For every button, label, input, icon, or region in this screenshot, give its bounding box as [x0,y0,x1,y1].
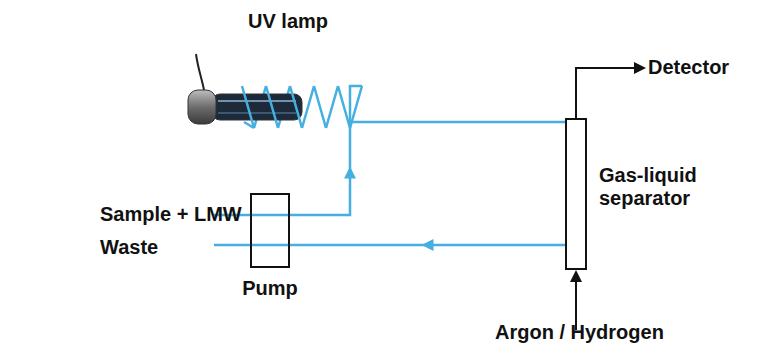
lamp-glint [218,112,296,113]
lamp-head [188,90,216,124]
uv-lamp: UV lamp [186,84,352,130]
pump-box: Pump [250,193,290,268]
node-label: UV lamp [248,10,328,33]
lamp-drawing [186,84,352,130]
flow-line [352,121,565,124]
coil-winding [290,86,302,128]
separator-column: Gas-liquid separator [565,118,587,270]
flow-connector [352,122,565,123]
node-label: Pump [242,277,298,300]
coil-winding [350,86,362,128]
lamp-glint [218,100,296,102]
arrow-head [570,270,582,282]
flow-connector [290,130,356,215]
lamp-cable [196,54,204,90]
arrow-head [422,239,434,251]
coil-lead [350,86,362,130]
coil-winding [242,86,254,128]
coil-winding [338,86,350,128]
flow-connector [290,239,565,251]
flow-line [290,130,350,215]
coil-winding [266,86,278,128]
coil-winding [302,86,314,128]
arrow-head [634,62,646,74]
shape-outline [565,118,587,270]
output-label: Detector [648,56,729,79]
detector-line [576,68,636,118]
arrow-head [344,167,356,179]
shape-outline [250,193,290,268]
gas-label: Argon / Hydrogen [495,321,664,344]
inlet-label: Sample + LMW [100,203,242,226]
waste-line [214,244,290,247]
coil-winding [326,86,338,128]
outlet-label: Waste [100,236,158,259]
lamp-tube [212,94,302,120]
node-label: Gas-liquid separator [599,164,729,210]
coil-winding [314,86,326,128]
coil-lead [244,122,254,128]
